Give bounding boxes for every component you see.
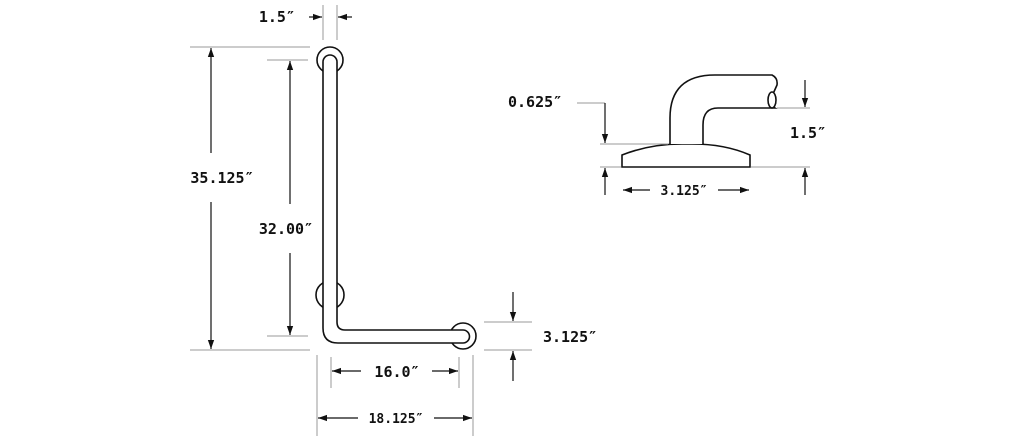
tube-end: [767, 91, 777, 109]
l-shaped-bar: [322, 54, 471, 344]
flange-diameter-label: 3.125″: [543, 328, 597, 346]
center-width-label: 16.0″: [374, 363, 419, 381]
flange-thickness-label: 0.625″: [508, 93, 562, 111]
side-flange: [621, 143, 751, 168]
center-height-label: 32.00″: [259, 220, 313, 238]
side-bar-arm: [669, 74, 778, 144]
side-view: 0.625″ 3.125″ 1.5″: [508, 74, 826, 199]
front-view: 1.5″ 35.125″ 32.00″ 16.0″ 18.125″ 3.125″: [190, 5, 597, 436]
side-flange-diameter-label: 3.125″: [661, 184, 708, 199]
clearance-label: 1.5″: [790, 124, 826, 142]
tube-diameter-label: 1.5″: [259, 8, 295, 26]
overall-width-label: 18.125″: [369, 412, 424, 427]
overall-height-label: 35.125″: [190, 169, 253, 187]
